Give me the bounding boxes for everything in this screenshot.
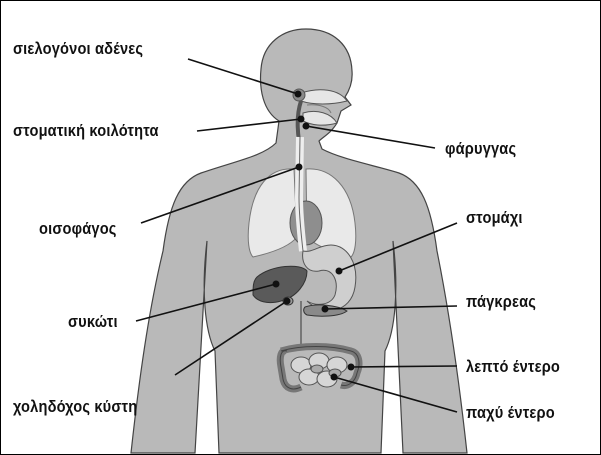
label-pancreas: πάγκρεας: [466, 292, 536, 312]
label-oral-cavity: στοματική κοιλότητα: [13, 121, 159, 141]
label-pharynx: φάρυγγας: [445, 139, 516, 159]
heart: [290, 201, 322, 245]
label-large-intestine: παχύ έντερο: [466, 403, 555, 423]
label-liver: συκώτι: [68, 312, 118, 332]
label-esophagus: οισοφάγος: [39, 219, 117, 239]
label-small-intestine: λεπτό έντερο: [466, 357, 560, 377]
label-salivary-glands: σιελογόνοι αδένες: [13, 39, 143, 59]
label-gallbladder: χοληδόχος κύστη: [13, 397, 137, 417]
label-stomach: στομάχι: [466, 208, 523, 228]
